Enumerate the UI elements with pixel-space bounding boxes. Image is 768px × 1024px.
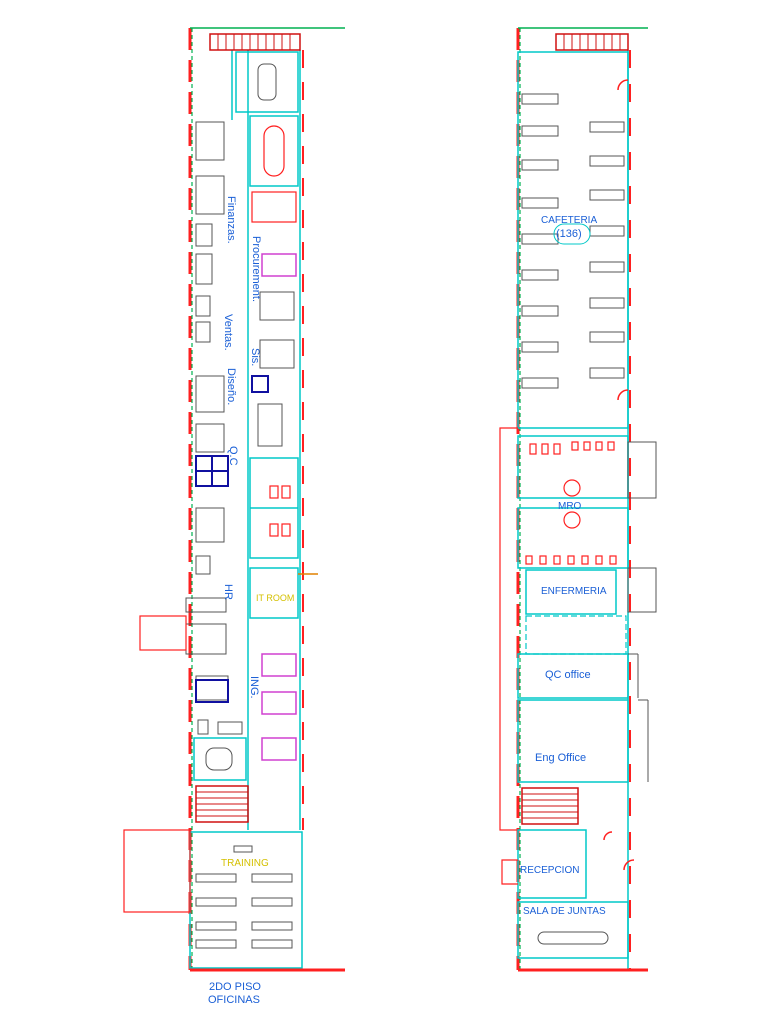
cafeteria-tables: [521, 93, 625, 389]
sala-juntas-table: [537, 931, 609, 945]
label-ing: ING.: [248, 676, 260, 699]
annex-1: [627, 441, 657, 499]
ingenieria-desks: [261, 253, 297, 761]
label-recepcion: RECEPCION: [520, 865, 580, 876]
label-floor-line1: 2DO PISO: [209, 981, 261, 993]
label-cafeteria: CAFETERIA: [541, 215, 598, 226]
left-building: [123, 27, 345, 972]
label-enfermeria: ENFERMERIA: [541, 586, 607, 597]
label-floor-line2: OFICINAS: [208, 994, 260, 1006]
conference-table-top: [257, 63, 277, 101]
right-building: [499, 27, 657, 972]
left-desks: [185, 121, 243, 735]
label-it-room: IT ROOM: [256, 593, 295, 603]
red-bracket: [499, 427, 518, 831]
conference-room-top: [235, 51, 299, 113]
label-mro: MRO: [558, 501, 582, 512]
label-diseno: Diseño.: [225, 368, 237, 406]
red-room: [251, 191, 297, 223]
sala-juntas-room: [517, 901, 629, 959]
conference-room-bottom: [193, 737, 247, 781]
right-restrooms-2: [517, 507, 629, 569]
qc-office-room: [517, 653, 629, 699]
recepcion-room: [517, 829, 587, 899]
right-restrooms-1: [517, 435, 629, 499]
left-top-stairs: [209, 33, 301, 51]
oval-table: [263, 125, 285, 177]
label-hr: HR: [222, 584, 234, 600]
label-eng-office: Eng Office: [535, 752, 587, 764]
label-ventas: Ventas.: [222, 314, 234, 351]
training-desks: [195, 845, 293, 949]
annex-2: [627, 567, 657, 613]
label-training: TRAINING: [221, 858, 269, 869]
label-qc-office: QC office: [545, 669, 591, 681]
label-qc: Q.C: [227, 446, 239, 466]
training-outer-box: [123, 829, 191, 913]
label-procurement: Procurement.: [250, 236, 262, 303]
label-capacity: (136): [556, 228, 582, 240]
label-sis: Sis.: [249, 348, 261, 367]
right-top-stairs: [555, 33, 629, 51]
recepcion-red-line: [501, 859, 518, 885]
enfermeria-room: [525, 569, 617, 615]
label-sala-juntas: SALA DE JUNTAS: [523, 906, 606, 917]
cafeteria-room: [517, 51, 629, 429]
hr-bump: [139, 615, 187, 651]
eng-office-room: [517, 699, 629, 783]
label-finanzas: Finanzas.: [225, 196, 237, 244]
qc-desks: [195, 375, 269, 703]
capacity-outline: [553, 223, 591, 245]
oval-room: [249, 115, 299, 187]
it-room: [249, 567, 299, 619]
